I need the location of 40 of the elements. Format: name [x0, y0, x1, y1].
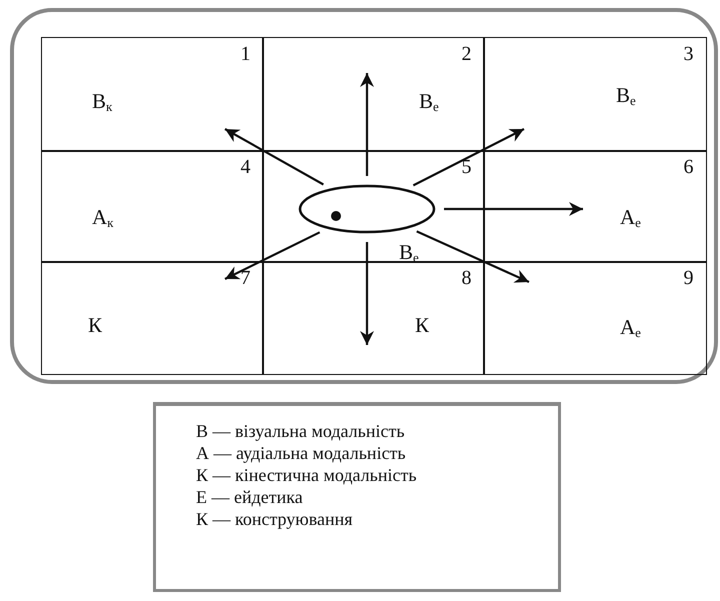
- grid-cell: [483, 150, 706, 262]
- arrow: [412, 128, 524, 186]
- legend-text: В — візуальна модальність: [196, 420, 406, 442]
- grid-cell: [41, 261, 264, 374]
- modality-label: В$_{е}$: [616, 84, 636, 110]
- grid-cell: [483, 261, 706, 374]
- grid-cell: [41, 150, 264, 262]
- arrow: [444, 202, 583, 216]
- modality-label: В$_{е}$: [419, 90, 439, 116]
- cell-number: 1: [240, 44, 250, 64]
- arrow: [360, 242, 374, 345]
- legend-text: К — конструювання: [196, 508, 354, 530]
- grid-cell: [262, 150, 484, 262]
- cell-number: 6: [684, 157, 694, 177]
- cell-number: 3: [684, 44, 694, 64]
- cell-number: 5: [462, 157, 472, 177]
- grid-cell: [262, 261, 484, 374]
- modality-label: А$_{е}$: [620, 316, 641, 342]
- arrow: [224, 231, 320, 280]
- cell-number: 2: [462, 44, 472, 64]
- legend-text: А — аудіальна модальність: [196, 442, 407, 464]
- modality-label: К: [415, 314, 430, 336]
- modality-label: К: [88, 314, 102, 336]
- cell-number: 4: [240, 157, 250, 177]
- modality-label: А$_{е}$: [620, 206, 641, 232]
- legend-text: Е — ейдетика: [196, 486, 304, 508]
- cell-number: 8: [462, 268, 472, 288]
- arrow: [416, 230, 530, 283]
- arrow: [360, 73, 374, 176]
- grid-cell: [262, 37, 484, 152]
- legend-text: К — кінестична модальність: [196, 464, 418, 486]
- eye-ellipse: [298, 184, 436, 234]
- grid-cell: [41, 37, 264, 152]
- legend-box: [153, 402, 561, 592]
- modality-label: В$_{к}$: [92, 90, 112, 116]
- arrow: [224, 128, 324, 186]
- cell-number: 9: [684, 268, 694, 288]
- cell-number: 7: [240, 268, 250, 288]
- grid-cell: [483, 37, 706, 152]
- modality-label: А$_{к}$: [92, 206, 114, 232]
